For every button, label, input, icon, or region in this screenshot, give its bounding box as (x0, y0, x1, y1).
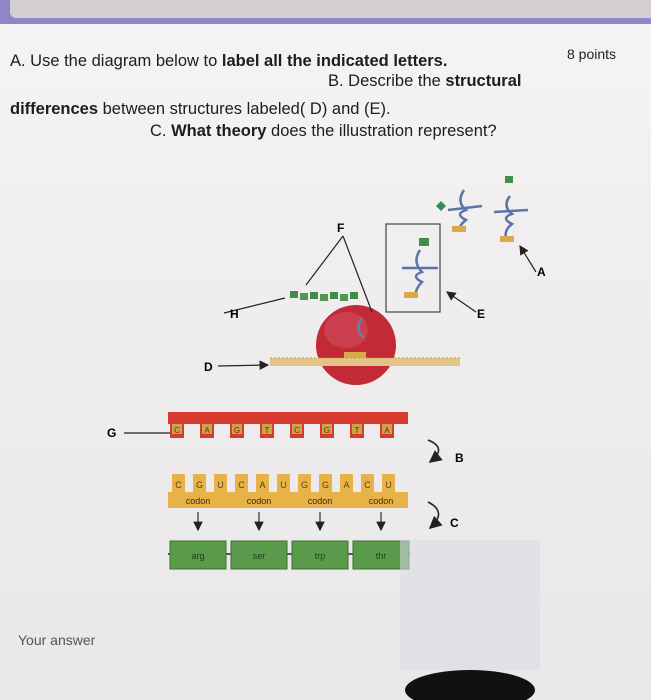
question-line-4-bold: What theory (171, 122, 267, 140)
mrna-strand-icon (270, 357, 460, 366)
amino-acid-box: arg (169, 540, 227, 570)
amino-acid-box: ser (230, 540, 288, 570)
mrna-base: A (340, 474, 353, 492)
dna-base-label: C (174, 426, 180, 435)
mrna-base: C (235, 474, 248, 492)
question-line-1-bold: label all the indicated letters. (221, 52, 448, 70)
codon-label: codon (247, 496, 272, 506)
mrna-base: U (214, 474, 227, 492)
trna-free-2-icon (493, 176, 529, 242)
dna-base-label: G (324, 426, 330, 435)
question-line-4: C. What theory does the illustration rep… (150, 122, 497, 141)
question-line-3: differences between structures labeled( … (10, 100, 391, 119)
translation-arrow-icon (427, 501, 443, 530)
dna-base: T (260, 424, 274, 438)
dna-base-label: A (384, 426, 390, 435)
leader-line-d (217, 360, 270, 370)
photo-glare (400, 540, 540, 700)
leader-line-h (223, 297, 286, 314)
browser-top-bar (0, 0, 651, 24)
codon-label: codon (369, 496, 394, 506)
mrna-base: C (172, 474, 185, 492)
mrna-base-label: C (238, 480, 245, 490)
label-f: F (337, 221, 344, 235)
question-line-3-bold: differences (10, 100, 99, 118)
mrna-base-label: U (280, 480, 287, 490)
amino-acid-label: arg (191, 551, 204, 561)
mrna-base-label: G (322, 480, 329, 490)
mrna-base-label: A (259, 480, 265, 490)
mrna-base-label: G (301, 480, 308, 490)
dna-base-label: A (204, 426, 210, 435)
label-c: C (450, 516, 459, 530)
codon-arrows (193, 512, 386, 532)
dna-base: A (380, 424, 394, 438)
amino-acid-label: thr (376, 551, 387, 561)
dna-base: G (230, 424, 244, 438)
dna-base-label: C (294, 426, 300, 435)
label-b: B (455, 451, 464, 465)
label-d: D (204, 360, 213, 374)
mrna-base: G (319, 474, 332, 492)
leader-line-e (446, 291, 477, 313)
mrna-base-label: C (364, 480, 371, 490)
trna-free-1-icon (436, 189, 483, 233)
label-e: E (477, 307, 485, 321)
trna-in-box-icon (385, 223, 441, 313)
answer-input[interactable]: Your answer (18, 632, 96, 648)
dna-base-label: T (355, 426, 360, 435)
question-line-2-bold: structural (445, 72, 522, 90)
dna-base: A (200, 424, 214, 438)
mrna-base: G (193, 474, 206, 492)
label-g: G (107, 426, 116, 440)
question-line-4-text: does the illustration represent? (266, 122, 497, 140)
amino-acid-label: trp (315, 551, 326, 561)
question-line-2-text: B. Describe the (328, 72, 446, 90)
mrna-base: G (298, 474, 311, 492)
dna-base-label: T (265, 426, 270, 435)
amino-acid-box: thr (352, 540, 410, 570)
points-value: 8 points (567, 46, 617, 62)
ribosome-icon (316, 305, 396, 385)
amino-acid-box: trp (291, 540, 349, 570)
transcription-arrow-icon (427, 439, 443, 463)
dna-base: C (290, 424, 304, 438)
mrna-base: C (361, 474, 374, 492)
mrna-codon-strand-icon: C G U C A U G G A C U codon codon codon codon (168, 474, 408, 508)
dna-base-label: G (234, 426, 240, 435)
mrna-base: U (382, 474, 395, 492)
mrna-base-label: C (175, 480, 182, 490)
dna-base: T (350, 424, 364, 438)
mrna-base: U (277, 474, 290, 492)
label-h: H (230, 307, 239, 321)
question-line-3-text: between structures labeled( D) and (E). (98, 100, 391, 118)
dna-base: C (170, 424, 184, 438)
amino-acid-label: ser (253, 551, 266, 561)
leader-line-f2 (305, 235, 344, 286)
question-line-1-text: A. Use the diagram below to (10, 52, 222, 70)
mrna-base-label: A (343, 480, 349, 490)
label-a: A (537, 265, 546, 279)
top-bar-surface (10, 0, 651, 18)
mrna-base-label: U (385, 480, 392, 490)
codon-label: codon (308, 496, 333, 506)
leader-line-f1 (342, 235, 373, 313)
leader-line-a (519, 244, 537, 273)
amino-acid-chain: arg ser trp thr (168, 540, 410, 570)
codon-label: codon (186, 496, 211, 506)
question-line-4-prefix: C. (150, 122, 172, 140)
polypeptide-chain-icon (290, 291, 358, 301)
question-line-2: B. Describe the structural (328, 72, 522, 91)
mrna-base-label: G (196, 480, 203, 490)
dna-base: G (320, 424, 334, 438)
mrna-base-label: U (217, 480, 224, 490)
question-line-1: A. Use the diagram below to label all th… (10, 52, 447, 71)
mrna-base: A (256, 474, 269, 492)
